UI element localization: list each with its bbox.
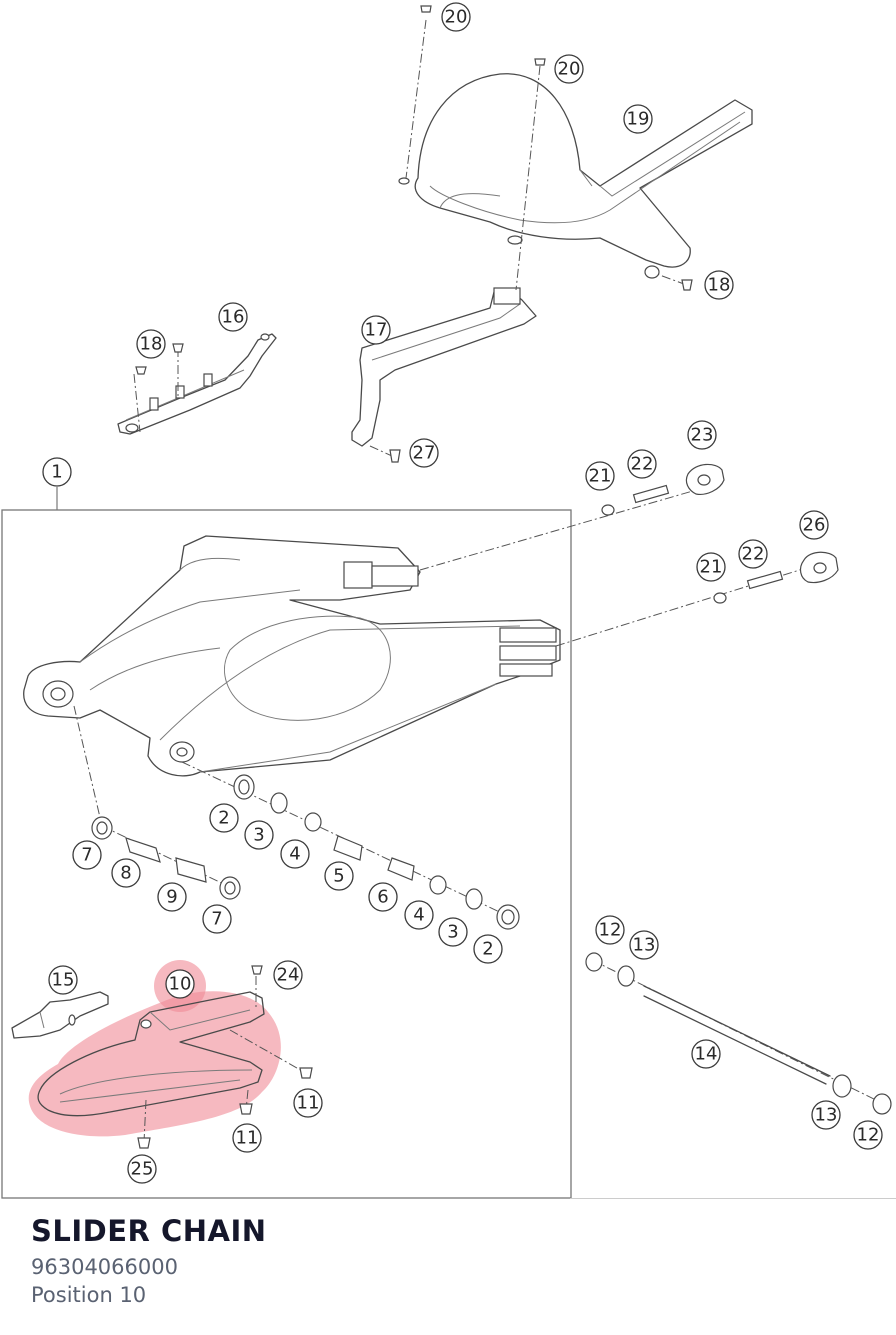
small-parts-drawing <box>91 5 892 1149</box>
callout-label: 19 <box>627 109 650 130</box>
callout-11-lower: 11 <box>232 1123 262 1153</box>
callout-1: 1 <box>42 457 72 487</box>
callout-20: 20 <box>554 54 584 84</box>
callout-10: 10 <box>165 969 195 999</box>
exploded-parts-diagram: 20 20 19 18 16 18 17 27 1 23 21 22 26 21… <box>1 2 892 1199</box>
callout-label: 22 <box>631 454 654 475</box>
callout-15: 15 <box>48 965 78 995</box>
part-number: 96304066000 <box>31 1255 178 1279</box>
callout-6: 6 <box>368 882 398 912</box>
callout-label: 6 <box>377 887 388 908</box>
callout-13-left: 13 <box>629 930 659 960</box>
callout-label: 7 <box>211 909 222 930</box>
callout-label: 18 <box>708 275 731 296</box>
callout-19: 19 <box>623 104 653 134</box>
callout-label: 5 <box>333 866 344 887</box>
callout-4-lower: 4 <box>404 900 434 930</box>
callout-8: 8 <box>111 858 141 888</box>
callout-label: 25 <box>131 1159 154 1180</box>
callout-5: 5 <box>324 861 354 891</box>
callout-label: 14 <box>695 1044 718 1065</box>
callout-label: 15 <box>52 970 75 991</box>
callout-label: 12 <box>599 920 622 941</box>
callout-label: 22 <box>742 544 765 565</box>
assembly-frame <box>1 509 572 1199</box>
callout-2-lower: 2 <box>473 934 503 964</box>
callout-9: 9 <box>157 882 187 912</box>
callout-label: 13 <box>633 935 656 956</box>
callout-11-upper: 11 <box>293 1088 323 1118</box>
callout-7-right: 7 <box>202 904 232 934</box>
callout-label: 17 <box>365 320 388 341</box>
callout-label: 23 <box>691 425 714 446</box>
callout-label: 13 <box>815 1105 838 1126</box>
callout-label: 4 <box>413 905 424 926</box>
callout-label: 7 <box>81 845 92 866</box>
callout-16: 16 <box>218 302 248 332</box>
callout-label: 9 <box>166 887 177 908</box>
callout-27: 27 <box>409 438 439 468</box>
callout-label: 20 <box>558 59 581 80</box>
callout-26: 26 <box>799 510 829 540</box>
callout-21-lower: 21 <box>696 552 726 582</box>
callout-21-upper: 21 <box>585 461 615 491</box>
callout-label: 11 <box>297 1093 320 1114</box>
callout-22-upper: 22 <box>627 449 657 479</box>
callout-24: 24 <box>273 960 303 990</box>
callout-2-upper: 2 <box>209 803 239 833</box>
callout-label: 10 <box>169 974 192 995</box>
callout-label: 26 <box>803 515 826 536</box>
callout-label: 3 <box>253 825 264 846</box>
callout-13-right: 13 <box>811 1100 841 1130</box>
callout-4-upper: 4 <box>280 839 310 869</box>
highlight-slider-chain <box>28 991 281 1137</box>
callout-22-lower: 22 <box>738 539 768 569</box>
part-info-panel <box>0 1200 896 1335</box>
callout-label: 12 <box>857 1125 880 1146</box>
footer-divider <box>570 1198 896 1199</box>
callout-18-left: 18 <box>136 329 166 359</box>
callout-label: 18 <box>140 334 163 355</box>
callout-12-right: 12 <box>853 1120 883 1150</box>
chain-guard-drawing <box>398 73 753 268</box>
callout-25: 25 <box>127 1154 157 1184</box>
callout-label: 21 <box>700 557 723 578</box>
callout-12-left: 12 <box>595 915 625 945</box>
part-position: Position 10 <box>31 1283 147 1307</box>
callout-label: 2 <box>482 939 493 960</box>
callout-label: 3 <box>447 922 458 943</box>
callout-3-upper: 3 <box>244 820 274 850</box>
swingarm-drawing <box>23 535 561 777</box>
chain-guide-plate-drawing <box>11 991 109 1039</box>
callout-23: 23 <box>687 420 717 450</box>
callout-label: 2 <box>218 808 229 829</box>
callout-label: 4 <box>289 844 300 865</box>
callout-17: 17 <box>361 315 391 345</box>
callout-label: 8 <box>120 863 131 884</box>
callout-14: 14 <box>691 1039 721 1069</box>
callout-18-right: 18 <box>704 270 734 300</box>
part-name: SLIDER CHAIN <box>31 1214 267 1248</box>
callout-label: 11 <box>236 1128 259 1149</box>
slider-chain-drawing <box>37 991 265 1117</box>
callout-label: 27 <box>413 443 436 464</box>
callout-20-top: 20 <box>441 2 471 32</box>
callout-label: 1 <box>51 462 62 483</box>
chain-guard-bracket-drawing <box>351 287 537 447</box>
callout-label: 21 <box>589 466 612 487</box>
callout-label: 20 <box>445 7 468 28</box>
callout-7-left: 7 <box>72 840 102 870</box>
callout-3-lower: 3 <box>438 917 468 947</box>
callout-label: 16 <box>222 307 245 328</box>
callout-label: 24 <box>277 965 300 986</box>
